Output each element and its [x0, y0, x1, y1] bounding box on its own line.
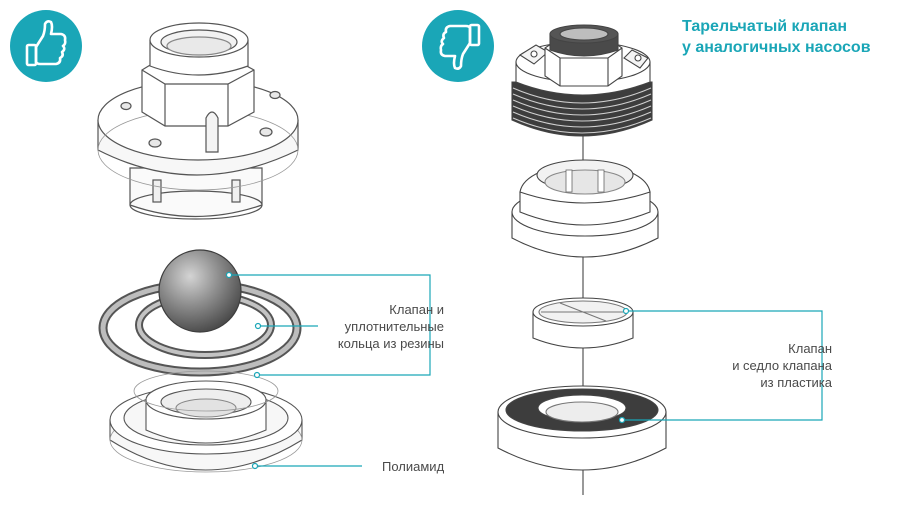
- left-housing-drawing: [97, 22, 299, 220]
- thumbs-up-icon: [10, 10, 82, 82]
- right-plastic-disc-drawing: [532, 297, 634, 349]
- right-callout-lines: [618, 307, 823, 424]
- right-title-line2: у аналогичных насосов: [682, 39, 871, 56]
- right-valve-label-line2: и седло клапана: [732, 358, 832, 373]
- left-polyamide-text: Полиамид: [382, 459, 445, 474]
- right-valve-label-line3: из пластика: [760, 375, 832, 390]
- left-valve-label-line1: Клапан и: [389, 302, 444, 317]
- left-callout-lines: [225, 271, 431, 470]
- right-valve-seat-drawing: [497, 385, 667, 471]
- left-valve-label-line3: кольца из резины: [337, 336, 444, 351]
- left-valve-label-line2: уплотнительные: [344, 319, 444, 334]
- left-valve-assembly-drawing: [98, 249, 303, 473]
- right-valve-label-line1: Клапан: [788, 341, 832, 356]
- thumbs-down-icon: [422, 10, 494, 82]
- right-valve-body-drawing: [511, 159, 659, 258]
- right-threaded-cap-drawing: [511, 24, 653, 137]
- right-title-line1: Тарельчатый клапан: [682, 18, 847, 35]
- left-valve-label: Клапан и уплотнительные кольца из резины: [300, 301, 444, 352]
- right-valve-label: Клапан и седло клапана из пластика: [690, 340, 832, 391]
- left-polyamide-label: Полиамид: [382, 458, 444, 475]
- right-title: Тарельчатый клапан у аналогичных насосов: [682, 16, 871, 58]
